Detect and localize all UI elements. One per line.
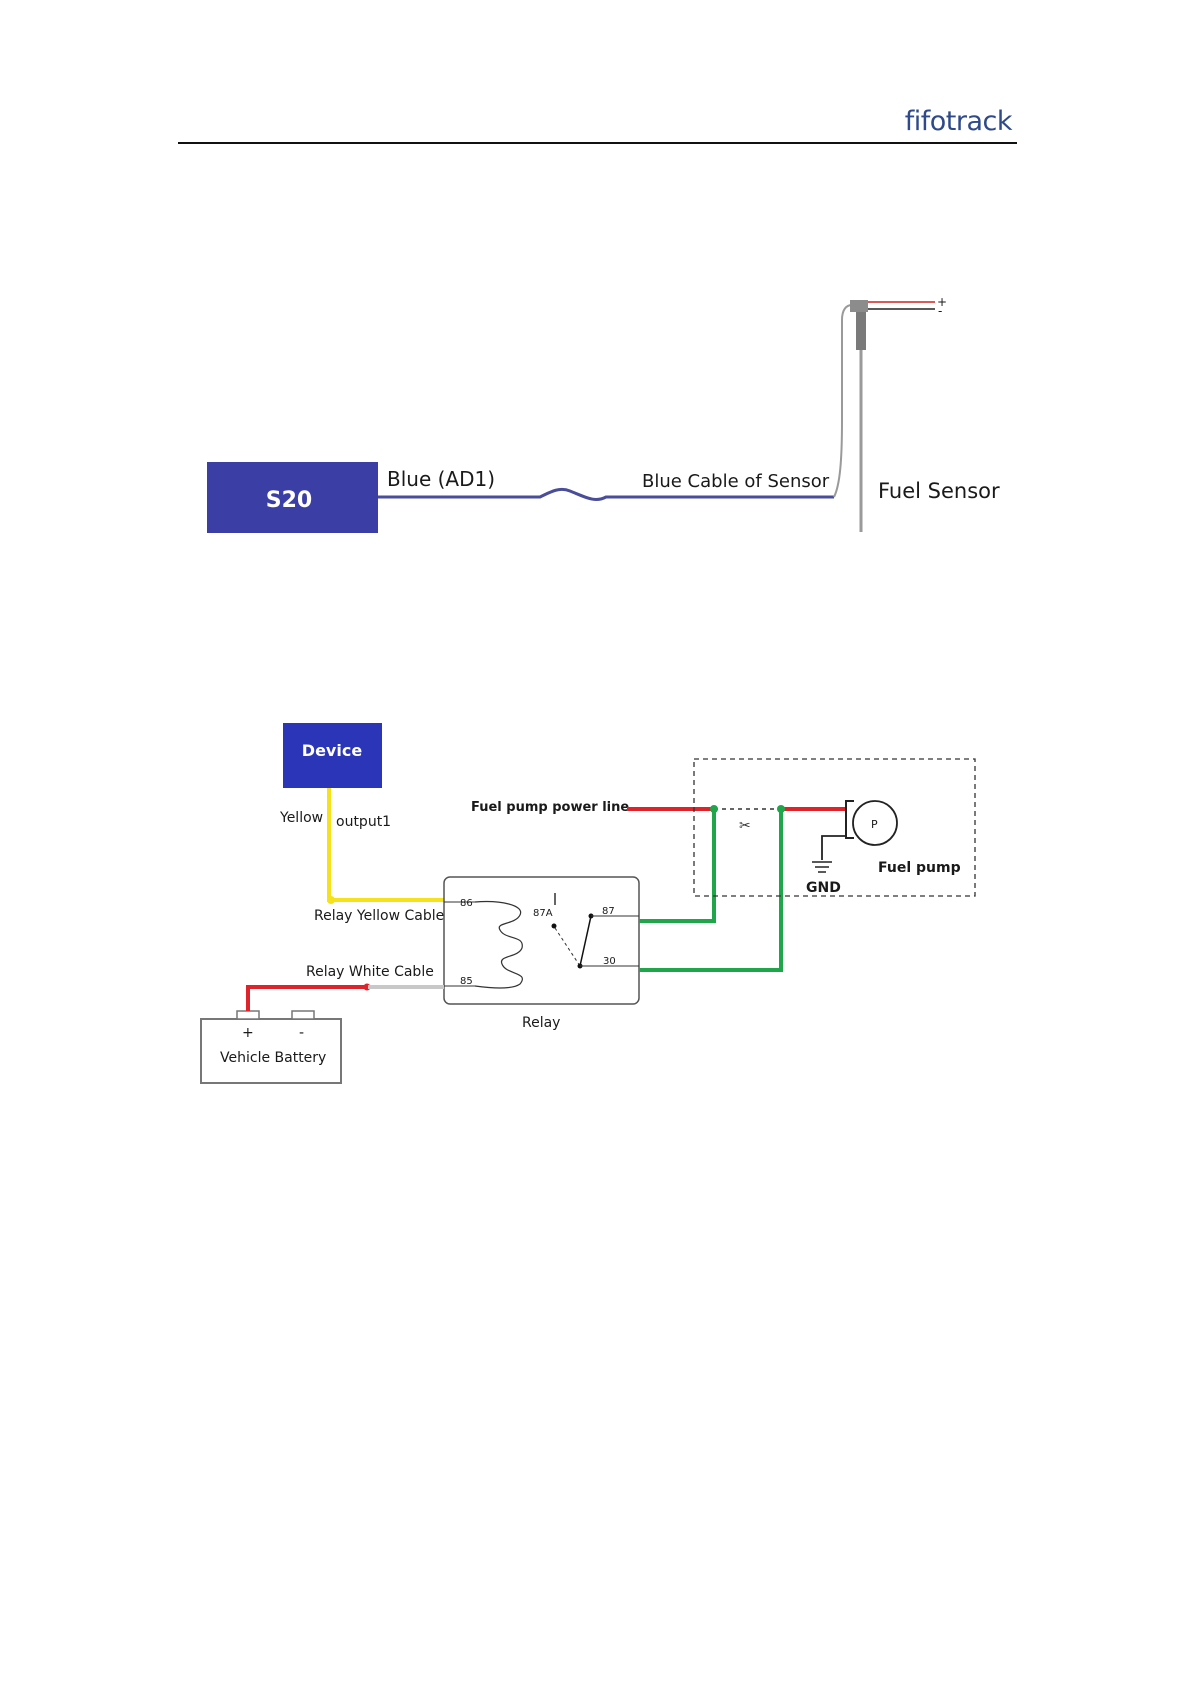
green-junction-right (777, 805, 785, 813)
sensor-minus-sign: - (938, 304, 942, 318)
blue-sensor-cable-label: Blue Cable of Sensor (642, 471, 830, 492)
green-junction-left (710, 805, 718, 813)
output1-label: output1 (336, 814, 391, 830)
relay-yellow-cable-label: Relay Yellow Cable (314, 908, 444, 924)
pin-87a: 87A (533, 908, 553, 919)
relay-box (444, 877, 639, 1004)
fuel-pump-relay-diagram: Device Yellow output1 Relay Yellow Cable… (201, 723, 975, 1083)
pin-30: 30 (603, 956, 616, 967)
fuel-pump-power-line-label: Fuel pump power line (471, 800, 629, 815)
device-label: Device (302, 741, 363, 760)
battery-red-wire (248, 987, 366, 1011)
fuel-sensor-label: Fuel Sensor (878, 479, 1000, 503)
yellow-junction (327, 896, 335, 904)
battery-minus-sign: - (299, 1025, 304, 1041)
gnd-wire (822, 836, 846, 860)
s20-device-label: S20 (266, 488, 312, 513)
gnd-label: GND (806, 880, 841, 896)
relay-white-cable-label: Relay White Cable (306, 964, 434, 980)
pin-85: 85 (460, 976, 473, 987)
green-wire-30 (639, 809, 781, 970)
pin-86: 86 (460, 898, 473, 909)
blue-ad1-label: Blue (AD1) (387, 467, 495, 491)
sensor-cable (834, 305, 852, 497)
sensor-body (856, 312, 866, 350)
relay-label: Relay (522, 1015, 560, 1031)
battery-plus-sign: + (242, 1025, 254, 1041)
battery-minus-terminal (292, 1011, 314, 1019)
cut-scissors-icon: ✂ (739, 818, 751, 834)
yellow-output-wire (329, 788, 444, 900)
pump-symbol-letter: P (871, 818, 878, 831)
pin-87: 87 (602, 906, 615, 917)
fuel-sensor-diagram: S20 Blue (AD1) Blue Cable of Sensor + - … (207, 295, 1000, 533)
green-wire-87 (639, 809, 714, 921)
pin87a-contact (552, 924, 557, 929)
yellow-label: Yellow (279, 810, 323, 826)
vehicle-battery-label: Vehicle Battery (220, 1050, 326, 1066)
sensor-head (850, 300, 868, 312)
battery-plus-terminal (237, 1011, 259, 1019)
fuel-pump-label: Fuel pump (878, 860, 961, 876)
